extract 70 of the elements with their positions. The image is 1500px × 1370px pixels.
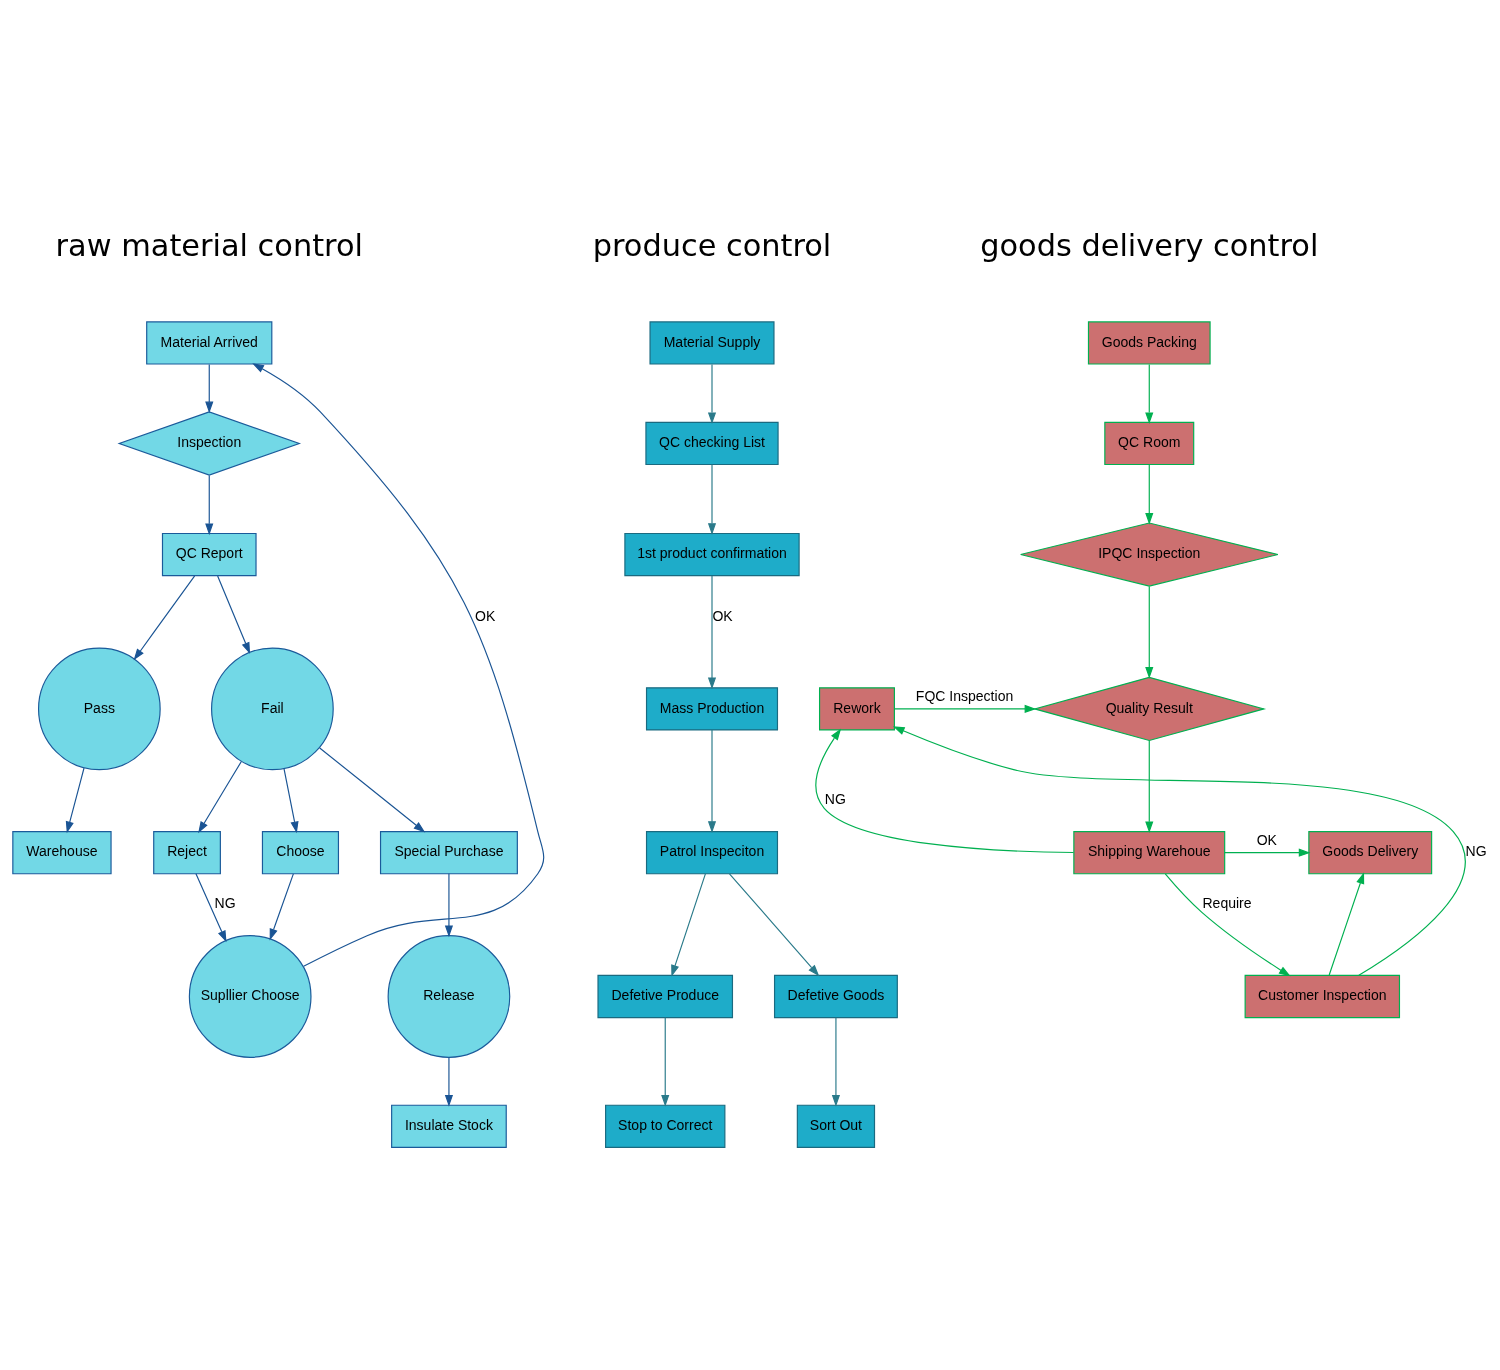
- arrow: [1145, 739, 1154, 833]
- arrow: [1328, 871, 1365, 976]
- arrow: [1145, 463, 1154, 525]
- node-circle: Fail: [211, 647, 334, 770]
- arrow: [707, 728, 717, 833]
- arrow: [444, 872, 454, 937]
- arrow: [815, 728, 1075, 853]
- edge-label: OK: [475, 607, 496, 624]
- node-box: Choose: [261, 830, 340, 874]
- node-box: Material Arrived: [146, 320, 273, 365]
- edge-label: OK: [1256, 831, 1277, 848]
- label: goods delivery control: [980, 227, 1319, 263]
- arrow: [892, 725, 1466, 976]
- node-box: Defetive Produce: [597, 974, 734, 1018]
- node-box: Warehouse: [12, 830, 112, 874]
- node-box: QC Room: [1104, 421, 1195, 465]
- node-circle: Release: [387, 934, 511, 1058]
- node-box: Patrol Inspeciton: [645, 830, 779, 874]
- arrow: [65, 766, 85, 833]
- node-box: Sort Out: [796, 1104, 876, 1148]
- arrow: [707, 363, 717, 424]
- arrow: [319, 746, 426, 832]
- arrow: [707, 574, 717, 689]
- arrow: [1164, 872, 1291, 976]
- node-box: Reject: [153, 830, 221, 874]
- node-diamond: Inspection: [117, 410, 302, 476]
- edge-label: NG: [214, 894, 236, 911]
- arrow: [252, 362, 545, 967]
- node-box: Material Supply: [649, 320, 775, 365]
- arrow: [894, 704, 1037, 713]
- arrow: [283, 767, 299, 833]
- node-box: Customer Inspection: [1244, 974, 1401, 1018]
- node-box: Special Purchase: [379, 830, 518, 874]
- label: raw material control: [55, 227, 363, 263]
- arrow: [444, 1056, 454, 1107]
- node-diamond: IPQC Inspection: [1020, 521, 1279, 587]
- arrow: [198, 760, 242, 833]
- arrow: [205, 363, 214, 413]
- arrow: [133, 574, 196, 660]
- arrow: [728, 872, 820, 976]
- node-box: Mass Production: [645, 686, 779, 730]
- node-circle: Supllier Choose: [188, 934, 312, 1058]
- node-box: Rework: [819, 686, 895, 730]
- edge-label: NG: [1465, 842, 1487, 859]
- arrow: [217, 574, 251, 654]
- edge-label: NG: [824, 790, 846, 807]
- arrow: [1145, 585, 1154, 679]
- arrow: [661, 1016, 670, 1107]
- node-box: Goods Packing: [1087, 320, 1211, 365]
- edge-label: FQC Inspection: [915, 687, 1014, 704]
- arrow: [831, 1016, 841, 1107]
- arrow: [671, 872, 706, 977]
- node-box: QC Report: [161, 532, 257, 576]
- arrow: [269, 872, 294, 940]
- arrow: [205, 474, 214, 535]
- label: produce control: [592, 227, 832, 263]
- edge-label: OK: [712, 607, 733, 624]
- node-diamond: Quality Result: [1032, 676, 1267, 741]
- node-box: QC checking List: [645, 421, 779, 465]
- node-box: Insulate Stock: [391, 1104, 507, 1148]
- node-box: Defetive Goods: [773, 974, 898, 1018]
- arrow: [1145, 363, 1154, 424]
- arrow: [195, 872, 227, 942]
- node-box: Stop to Correct: [605, 1104, 726, 1148]
- arrow: [707, 463, 717, 535]
- arrow: [1224, 848, 1311, 857]
- node-box: Shipping Warehoue: [1073, 830, 1226, 874]
- edge-label: Require: [1202, 894, 1252, 911]
- node-box: Goods Delivery: [1308, 830, 1433, 874]
- node-box: 1st product confirmation: [624, 532, 800, 576]
